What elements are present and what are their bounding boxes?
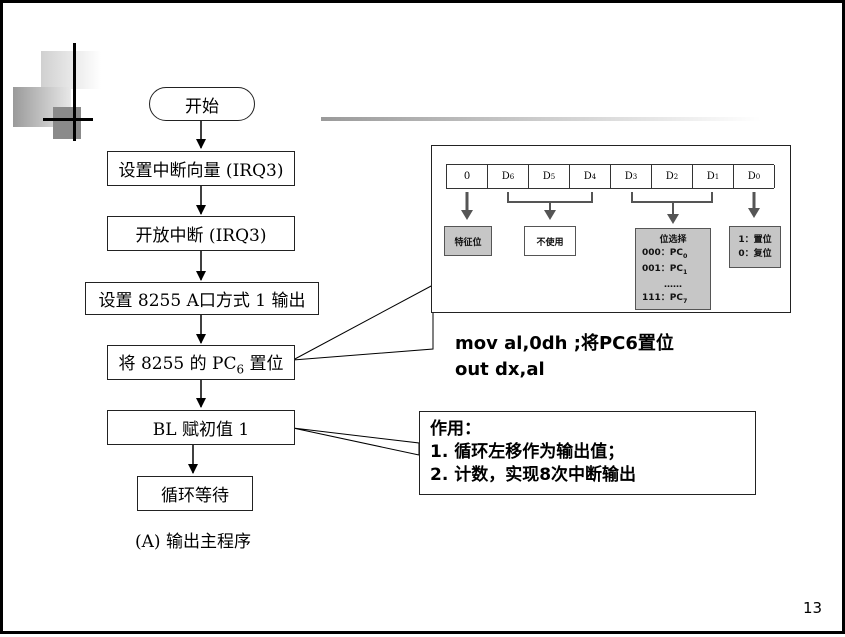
flow-step-loop-wait: 循环等待 <box>137 476 253 511</box>
flow-step-set-pc6: 将 8255 的 PC6 置位 <box>107 345 295 380</box>
corner-decoration <box>13 43 108 143</box>
bitsel-line-1: 000：PC0 <box>642 248 688 260</box>
flow-connectors <box>188 121 434 474</box>
bit-group-arrows <box>461 192 760 224</box>
flow-step-init-bl: BL 赋初值 1 <box>107 410 295 445</box>
arrowhead-flag <box>461 210 473 220</box>
flow-start: 开始 <box>149 87 255 121</box>
code-line-1: mov al,0dh ;将PC6置位 <box>455 333 674 354</box>
arrowhead-bitsel <box>667 214 679 224</box>
tag-set-reset: 1：置位 0：复位 <box>729 226 781 268</box>
step-set-pc6-label: 将 8255 的 PC6 置位 <box>118 353 284 377</box>
page-number: 13 <box>803 599 823 617</box>
tag-bit-select: 位选择 000：PC0 001：PC1 …… 111：PC7 <box>635 228 711 310</box>
setreset-line-1: 1：置位 <box>738 235 772 245</box>
deco-horizontal-line <box>43 118 93 121</box>
bitsel-line-2: 001：PC1 <box>642 263 688 276</box>
flow-step-set-vector: 设置中断向量 (IRQ3) <box>107 151 295 186</box>
tag-flag-bit: 特征位 <box>444 226 492 256</box>
deco-vertical-line <box>73 43 76 141</box>
bitsel-dots: …… <box>664 279 682 290</box>
bit-cell-7: 0 <box>447 165 488 188</box>
deco-square-small <box>53 107 81 139</box>
bit-7-label: 0 <box>463 171 471 182</box>
flow-step-enable-interrupt: 开放中断 (IRQ3) <box>107 216 295 251</box>
note-callout: 作用： 1. 循环左移作为输出值； 2. 计数，实现8次中断输出 <box>419 411 756 495</box>
group-bracket-bitsel <box>631 192 713 214</box>
arrowhead-setreset <box>748 208 760 218</box>
bitsel-title: 位选择 <box>659 235 687 245</box>
bitsel-line-3: 111：PC7 <box>642 292 688 305</box>
flow-caption: (A) 输出主程序 <box>135 532 251 552</box>
tag-unused: 不使用 <box>524 226 576 256</box>
note-item-1: 1. 循环左移作为输出值； <box>430 442 625 462</box>
flow-step-set-8255-mode: 设置 8255 A口方式 1 输出 <box>85 282 319 315</box>
deco-square-light <box>41 51 101 89</box>
code-line-2: out dx,al <box>455 359 545 380</box>
arrowhead-unused <box>544 210 556 220</box>
group-bracket-unused <box>507 192 593 210</box>
header-rule <box>321 117 761 121</box>
note-item-2: 2. 计数，实现8次中断输出 <box>430 465 637 485</box>
leader-code-callout <box>292 284 434 361</box>
note-title: 作用： <box>430 419 481 439</box>
setreset-line-2: 0：复位 <box>738 249 772 259</box>
leader-note-callout <box>292 427 420 456</box>
